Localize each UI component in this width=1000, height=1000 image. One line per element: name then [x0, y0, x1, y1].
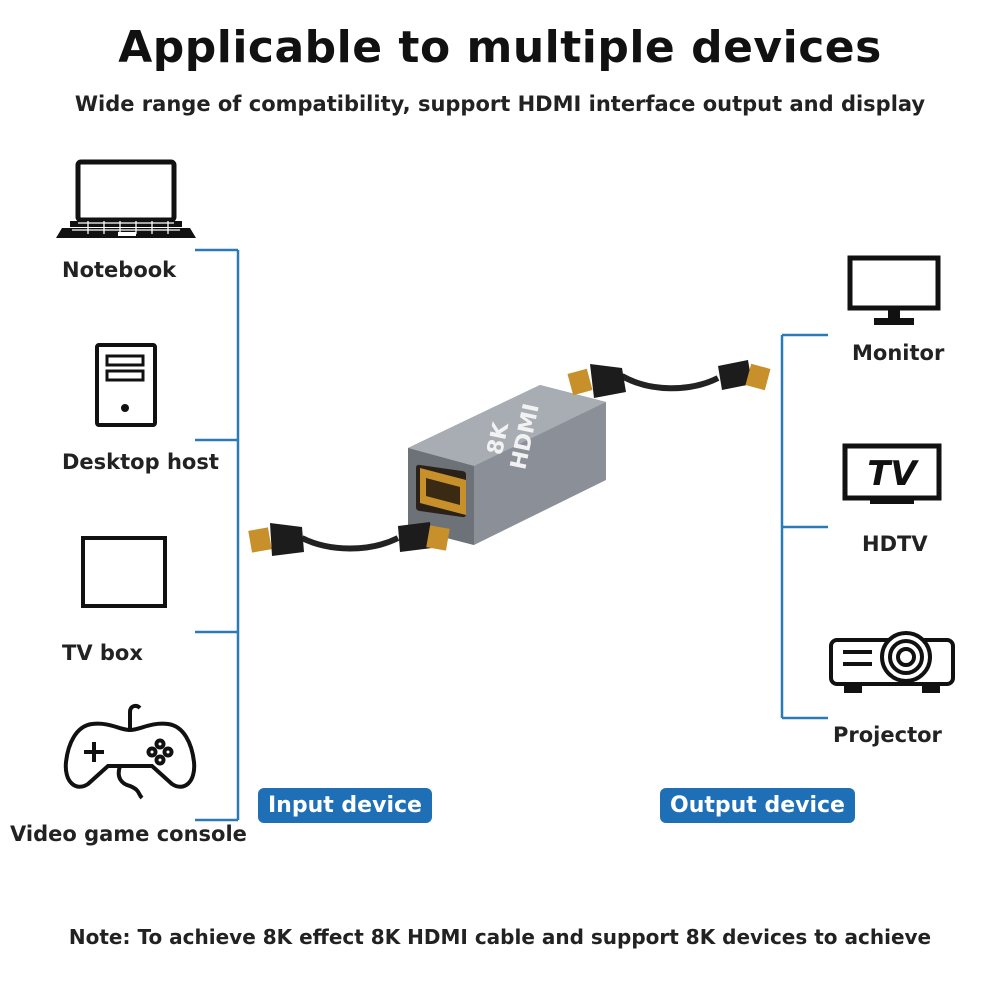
page-subtitle: Wide range of compatibility, support HDM…: [74, 92, 926, 116]
hdmi-adapter-image: 8K HDMI: [408, 385, 606, 545]
input-connector-lines: [195, 248, 240, 822]
device-label-notebook: Notebook: [62, 258, 177, 282]
hdmi-cable-lower: [248, 522, 450, 556]
gamepad-icon: [63, 703, 197, 800]
footer-note: Note: To achieve 8K effect 8K HDMI cable…: [68, 925, 932, 949]
tv-icon-text: TV: [867, 454, 919, 494]
device-label-tv-box: TV box: [62, 641, 143, 665]
device-label-hdtv: HDTV: [862, 532, 928, 556]
device-label-video-game-console: Video game console: [10, 822, 247, 846]
device-label-projector: Projector: [833, 723, 942, 747]
page-title: Applicable to multiple devices: [118, 22, 882, 73]
tv-icon: TV: [842, 443, 942, 504]
device-label-desktop-host: Desktop host: [62, 450, 219, 474]
output-connector-lines: [780, 333, 828, 720]
output-device-tag: Output device: [660, 788, 855, 823]
input-device-tag: Input device: [258, 788, 432, 823]
monitor-icon: [847, 255, 941, 325]
device-label-monitor: Monitor: [852, 341, 945, 365]
hdmi-cable-upper: [567, 360, 771, 398]
desktop-tower-icon: [95, 343, 157, 427]
projector-icon: [829, 631, 955, 693]
tv-box-icon: [81, 536, 167, 608]
laptop-icon: [56, 159, 196, 238]
